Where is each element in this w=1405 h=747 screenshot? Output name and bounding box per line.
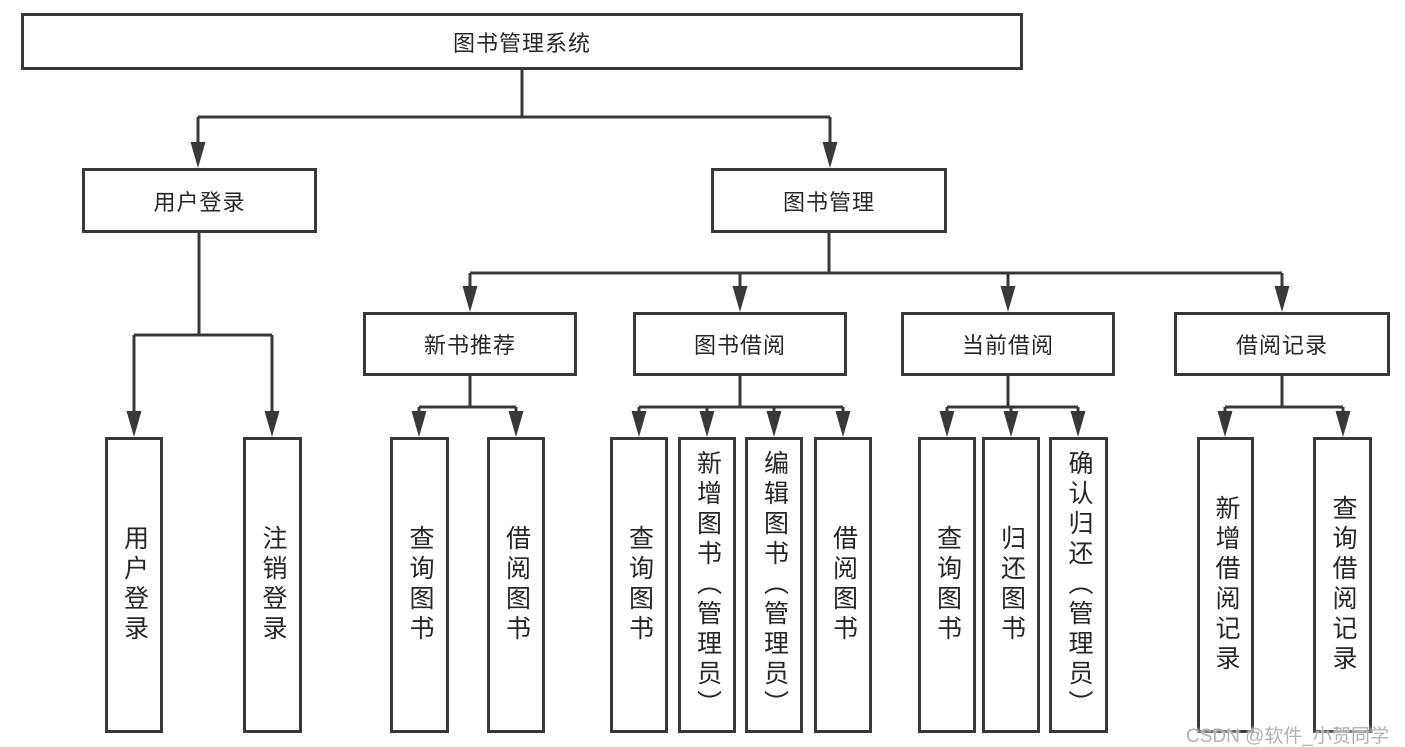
arrowheads xyxy=(126,142,1351,437)
leaf-borrow-books-recommend-label: 借阅图书 xyxy=(502,525,531,645)
arrowhead xyxy=(190,142,206,168)
edge-book-borrow-children xyxy=(637,376,845,415)
arrowhead xyxy=(462,286,478,312)
edge-user-login-children xyxy=(132,233,274,415)
node-book-borrow: 图书借阅 xyxy=(633,312,847,376)
leaf-logout: 注销登录 xyxy=(243,437,302,733)
arrowhead xyxy=(126,411,142,437)
arrowhead xyxy=(508,411,524,437)
edge-current-borrow-children xyxy=(945,376,1080,415)
edge-borrow-records-children xyxy=(1223,376,1345,415)
node-book-management-label: 图书管理 xyxy=(782,189,875,215)
edge-root-to-level2 xyxy=(196,70,832,146)
leaf-borrow-books-borrow-label: 借阅图书 xyxy=(829,525,858,645)
edge-new-book-recommend-children xyxy=(417,376,518,415)
node-new-book-recommend-label: 新书推荐 xyxy=(423,333,516,358)
leaf-add-books-admin: 新增图书（管理员） xyxy=(678,437,736,733)
leaf-logout-label: 注销登录 xyxy=(259,525,287,645)
arrowhead xyxy=(1335,411,1351,437)
node-user-login-label: 用户登录 xyxy=(153,189,246,215)
node-book-borrow-label: 图书借阅 xyxy=(693,333,786,358)
leaf-add-borrow-record: 新增借阅记录 xyxy=(1197,437,1254,733)
arrowhead xyxy=(1217,411,1233,437)
leaf-return-books: 归还图书 xyxy=(982,437,1040,733)
leaf-user-login: 用户登录 xyxy=(105,437,163,733)
leaf-query-books-recommend-label: 查询图书 xyxy=(406,525,434,645)
arrowhead xyxy=(732,286,748,312)
leaf-query-borrow-record-label: 查询借阅记录 xyxy=(1329,495,1357,675)
leaf-query-books-recommend: 查询图书 xyxy=(390,437,449,733)
leaf-confirm-return-admin-label: 确认归还（管理员） xyxy=(1065,450,1093,720)
arrowhead xyxy=(1003,411,1019,437)
arrowhead xyxy=(822,142,838,168)
edge-book-management-children xyxy=(468,233,1284,290)
node-root-system-label: 图书管理系统 xyxy=(452,30,591,56)
leaf-query-borrow-record: 查询借阅记录 xyxy=(1313,437,1372,733)
leaf-borrow-books-borrow: 借阅图书 xyxy=(814,437,872,733)
leaf-user-login-label: 用户登录 xyxy=(120,525,149,645)
leaf-confirm-return-admin: 确认归还（管理员） xyxy=(1049,437,1108,733)
arrowhead xyxy=(766,411,782,437)
node-borrow-records-label: 借阅记录 xyxy=(1235,333,1328,358)
node-root-system: 图书管理系统 xyxy=(21,13,1023,70)
arrowhead xyxy=(1070,411,1086,437)
arrowhead xyxy=(835,411,851,437)
arrowhead xyxy=(1000,286,1016,312)
leaf-query-books-current-label: 查询图书 xyxy=(933,525,962,645)
node-new-book-recommend: 新书推荐 xyxy=(363,312,577,376)
leaf-edit-books-admin: 编辑图书（管理员） xyxy=(745,437,803,733)
leaf-query-books-borrow: 查询图书 xyxy=(610,437,668,733)
arrowhead xyxy=(411,411,427,437)
arrowhead xyxy=(939,411,955,437)
node-current-borrow-label: 当前借阅 xyxy=(961,333,1054,358)
leaf-query-books-current: 查询图书 xyxy=(918,437,976,733)
leaf-query-books-borrow-label: 查询图书 xyxy=(625,525,654,645)
leaf-edit-books-admin-label: 编辑图书（管理员） xyxy=(760,450,789,720)
csdn-watermark: CSDN @软件_小贺同学 xyxy=(1186,726,1389,747)
leaf-borrow-books-recommend: 借阅图书 xyxy=(487,437,545,733)
arrowhead xyxy=(699,411,715,437)
arrowhead xyxy=(631,411,647,437)
node-current-borrow: 当前借阅 xyxy=(901,312,1115,376)
node-book-management: 图书管理 xyxy=(711,168,947,233)
node-borrow-records: 借阅记录 xyxy=(1174,312,1390,376)
arrowhead xyxy=(264,411,280,437)
leaf-add-books-admin-label: 新增图书（管理员） xyxy=(693,450,722,720)
leaf-add-borrow-record-label: 新增借阅记录 xyxy=(1212,495,1240,675)
node-user-login: 用户登录 xyxy=(82,168,317,233)
arrowhead xyxy=(1274,286,1290,312)
leaf-return-books-label: 归还图书 xyxy=(997,525,1026,645)
